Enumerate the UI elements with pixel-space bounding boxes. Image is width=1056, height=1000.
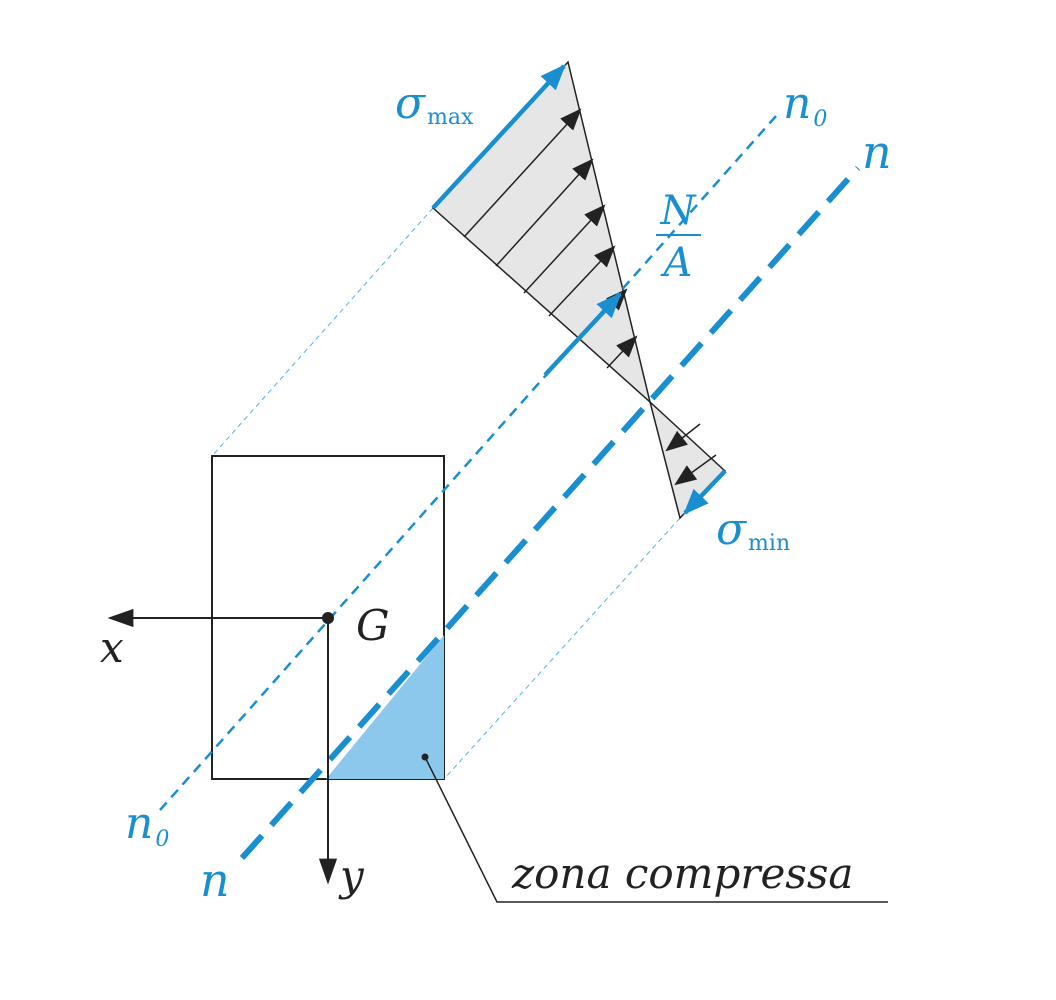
neutral-axis-n	[239, 166, 861, 860]
svg-text:A: A	[660, 240, 693, 286]
n-bottom-label: n	[200, 853, 230, 907]
y-axis-label: y	[338, 851, 365, 900]
centroid-label: G	[356, 601, 390, 650]
projection-line-top	[211, 207, 434, 457]
compressed-zone	[326, 635, 444, 779]
projection-line-bottom	[443, 517, 681, 780]
zona-leader-line	[424, 756, 888, 903]
zona-compressa-label: zona compressa	[511, 849, 853, 898]
sigma-min-arrow	[683, 469, 727, 515]
n0-bottom-label: n0	[125, 798, 169, 852]
sigma-max-arrow	[431, 64, 566, 210]
svg-text:N: N	[660, 188, 698, 234]
x-axis-label: x	[100, 623, 124, 672]
centroid-point	[322, 612, 334, 624]
sigma-max-label: σmax	[395, 78, 474, 130]
n-top-label: n	[862, 125, 892, 179]
stress-arrows-lower	[665, 423, 717, 486]
neutral-axis-n0	[159, 115, 777, 811]
stress-triangle-lower	[648, 399, 727, 520]
n-over-a-label: N A	[656, 188, 701, 286]
n0-top-label: n0	[783, 78, 827, 132]
zona-leader-dot	[421, 753, 429, 761]
sigma-min-label: σmin	[716, 504, 790, 556]
